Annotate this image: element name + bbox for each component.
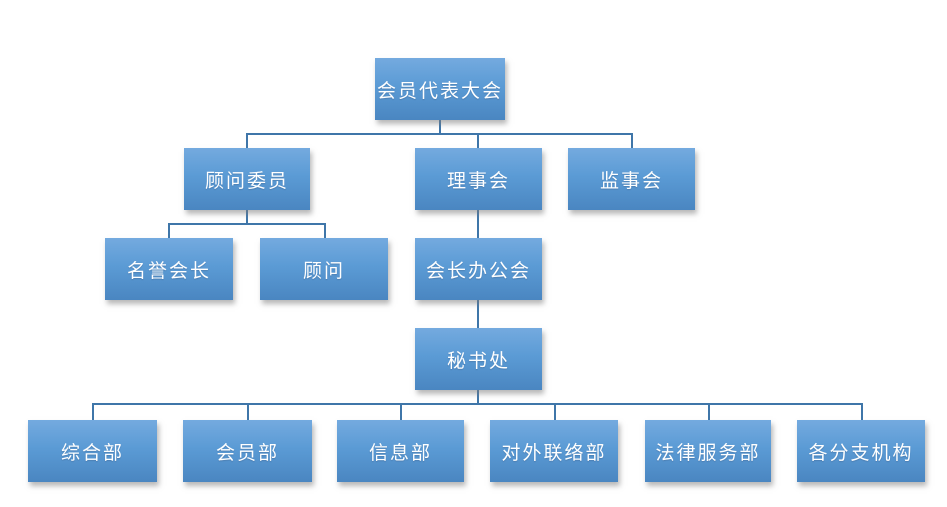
org-node-assembly[interactable]: 会员代表大会 xyxy=(375,58,505,120)
connector-advisory-rail xyxy=(168,223,326,225)
org-node-branches[interactable]: 各分支机构 xyxy=(797,420,925,482)
org-node-general-label: 综合部 xyxy=(60,441,124,464)
org-node-membership-label: 会员部 xyxy=(215,441,279,464)
org-node-council-label: 理事会 xyxy=(446,169,510,192)
connector-drop-membership xyxy=(247,403,249,420)
connector-president-office-secretariat xyxy=(477,300,479,328)
org-node-advisory[interactable]: 顾问委员 xyxy=(184,148,310,210)
org-node-information[interactable]: 信息部 xyxy=(337,420,464,482)
org-node-branches-label: 各分支机构 xyxy=(808,441,914,464)
org-node-general[interactable]: 综合部 xyxy=(28,420,157,482)
org-node-advisor[interactable]: 顾问 xyxy=(260,238,388,300)
connector-secretariat-rail xyxy=(92,403,863,405)
connector-drop-council xyxy=(477,133,479,148)
connector-assembly-rail xyxy=(246,133,633,135)
org-node-supervisory[interactable]: 监事会 xyxy=(568,148,695,210)
connector-drop-advisory xyxy=(246,133,248,148)
connector-drop-supervisory xyxy=(631,133,633,148)
org-node-secretariat[interactable]: 秘书处 xyxy=(415,328,542,390)
org-node-president-office[interactable]: 会长办公会 xyxy=(415,238,542,300)
org-node-advisor-label: 顾问 xyxy=(302,259,345,282)
connector-drop-general xyxy=(92,403,94,420)
org-node-external[interactable]: 对外联络部 xyxy=(490,420,618,482)
org-node-external-label: 对外联络部 xyxy=(501,441,607,464)
org-node-supervisory-label: 监事会 xyxy=(599,169,663,192)
org-node-council[interactable]: 理事会 xyxy=(415,148,542,210)
org-node-secretariat-label: 秘书处 xyxy=(446,349,510,372)
connector-drop-advisor xyxy=(324,223,326,238)
org-node-legal[interactable]: 法律服务部 xyxy=(645,420,771,482)
connector-secretariat-stem xyxy=(477,390,479,405)
connector-council-president-office xyxy=(477,210,479,238)
org-node-legal-label: 法律服务部 xyxy=(655,441,761,464)
connector-drop-honorary xyxy=(168,223,170,238)
connector-drop-legal xyxy=(708,403,710,420)
connector-drop-information xyxy=(400,403,402,420)
org-node-membership[interactable]: 会员部 xyxy=(183,420,312,482)
connector-drop-external xyxy=(554,403,556,420)
connector-drop-branches xyxy=(861,403,863,420)
org-node-honorary[interactable]: 名誉会长 xyxy=(105,238,233,300)
org-node-information-label: 信息部 xyxy=(368,441,432,464)
org-node-assembly-label: 会员代表大会 xyxy=(376,79,503,102)
connector-advisory-stem xyxy=(246,210,248,225)
org-node-honorary-label: 名誉会长 xyxy=(126,259,211,282)
org-node-president-office-label: 会长办公会 xyxy=(425,259,531,282)
org-node-advisory-label: 顾问委员 xyxy=(204,169,289,192)
connector-assembly-stem xyxy=(439,120,441,135)
